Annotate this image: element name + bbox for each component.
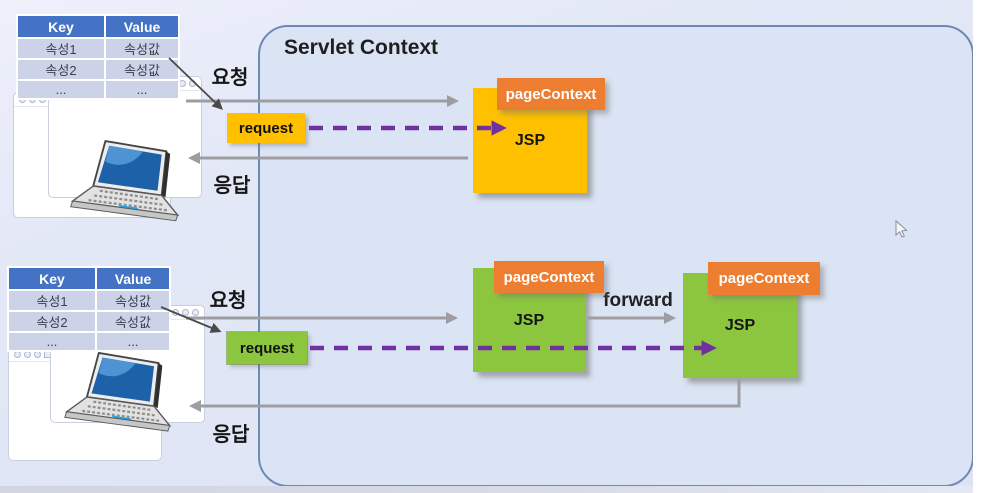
jsp-label: JSP xyxy=(513,311,545,329)
key-cell: 속성1 xyxy=(9,291,95,310)
page-context-tab-bottom-1: pageContext xyxy=(494,261,604,293)
table-row: 속성2 속성값 xyxy=(18,60,178,79)
laptop-icon xyxy=(69,140,179,222)
key-cell: ... xyxy=(9,333,95,350)
table-row: 속성1 속성값 xyxy=(9,291,169,310)
request-object-top: request xyxy=(227,113,305,143)
window-control-dot xyxy=(172,309,179,316)
key-cell: 속성2 xyxy=(9,312,95,331)
forward-label: forward xyxy=(603,290,673,311)
response-label-bottom: 응답 xyxy=(212,424,250,446)
value-cell: 속성값 xyxy=(106,60,178,79)
table-header-row: Key Value xyxy=(18,16,178,37)
window-control-dot xyxy=(189,80,196,87)
value-cell: ... xyxy=(106,81,178,98)
bottom-edge-strip xyxy=(0,486,974,493)
table-header-row: Key Value xyxy=(9,268,169,289)
right-white-margin xyxy=(973,0,987,493)
table-row: 속성1 속성값 xyxy=(18,39,178,58)
servlet-context-title: Servlet Context xyxy=(284,36,439,59)
response-label-top: 응답 xyxy=(213,175,251,197)
key-cell: 속성2 xyxy=(18,60,104,79)
page-context-tab-top: pageContext xyxy=(497,78,605,110)
window-control-dot xyxy=(34,351,41,358)
key-header: Key xyxy=(9,268,95,289)
value-cell: 속성값 xyxy=(97,291,169,310)
page-context-tab-bottom-2: pageContext xyxy=(708,262,820,295)
key-header: Key xyxy=(18,16,104,37)
attribute-table-top: Key Value 속성1 속성값 속성2 속성값 ... ... xyxy=(16,14,180,100)
attribute-table-bottom: Key Value 속성1 속성값 속성2 속성값 ... ... xyxy=(7,266,171,352)
window-control-dot xyxy=(182,309,189,316)
laptop-icon xyxy=(63,352,171,433)
value-cell: 속성값 xyxy=(97,312,169,331)
window-control-dot xyxy=(24,351,31,358)
value-header: Value xyxy=(106,16,178,37)
request-label-top: 요청 xyxy=(211,67,249,89)
window-control-dot xyxy=(14,351,21,358)
table-row: ... ... xyxy=(18,81,178,98)
window-control-dot xyxy=(192,309,199,316)
jsp-label: JSP xyxy=(514,132,546,150)
window-control-dot xyxy=(179,80,186,87)
key-cell: ... xyxy=(18,81,104,98)
jsp-label: JSP xyxy=(724,317,756,335)
key-cell: 속성1 xyxy=(18,39,104,58)
table-row: 속성2 속성값 xyxy=(9,312,169,331)
table-row: ... ... xyxy=(9,333,169,350)
request-object-bottom: request xyxy=(226,331,308,365)
value-header: Value xyxy=(97,268,169,289)
mouse-cursor-icon xyxy=(895,220,908,238)
value-cell: ... xyxy=(97,333,169,350)
servlet-context-container: Servlet Context xyxy=(258,25,974,487)
request-label-bottom: 요청 xyxy=(209,290,247,312)
value-cell: 속성값 xyxy=(106,39,178,58)
